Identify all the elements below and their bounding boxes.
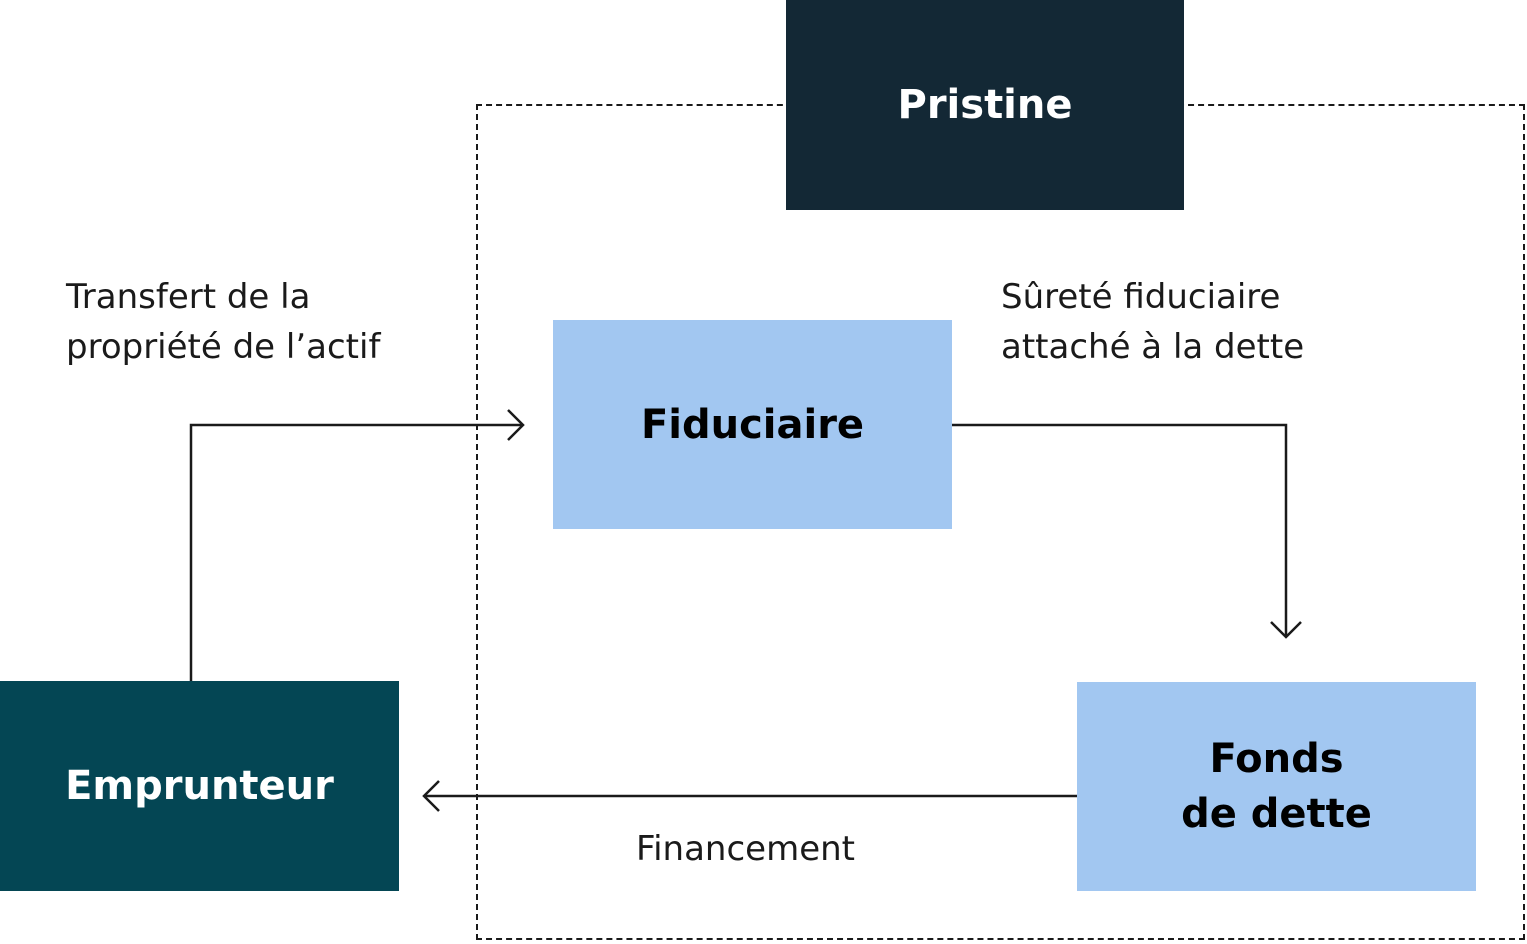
transfer-label-line2: propriété de l’actif (66, 327, 381, 367)
emprunteur-label: Emprunteur (65, 763, 334, 809)
surete-label-line2: attaché à la dette (1001, 327, 1305, 367)
arrowhead-transfer (507, 409, 525, 441)
transfer-label-line1: Transfert de la (66, 277, 311, 317)
financement-text: Financement (636, 829, 855, 869)
surete-label-line1: Sûreté fiduciaire (1001, 277, 1281, 317)
fonds-de-dette-box: Fonds de dette (1077, 682, 1476, 891)
arrowhead-financement (422, 780, 440, 812)
fiduciaire-box: Fiduciaire (553, 320, 952, 529)
pristine-box: Pristine (786, 0, 1184, 210)
surete-label: Sûreté fiduciaire attaché à la dette (1001, 272, 1304, 372)
arrowhead-surete (1270, 621, 1302, 639)
pristine-label: Pristine (897, 82, 1073, 128)
emprunteur-box: Emprunteur (0, 681, 399, 891)
fonds-label-line1: Fonds (1209, 735, 1344, 782)
arrow-transfer (189, 423, 523, 681)
financement-label: Financement (636, 824, 855, 874)
fiduciaire-label: Fiduciaire (640, 401, 865, 448)
arrow-surete (952, 423, 1288, 637)
fonds-label-line2: de dette (1181, 790, 1372, 837)
transfer-label: Transfert de la propriété de l’actif (66, 272, 380, 372)
